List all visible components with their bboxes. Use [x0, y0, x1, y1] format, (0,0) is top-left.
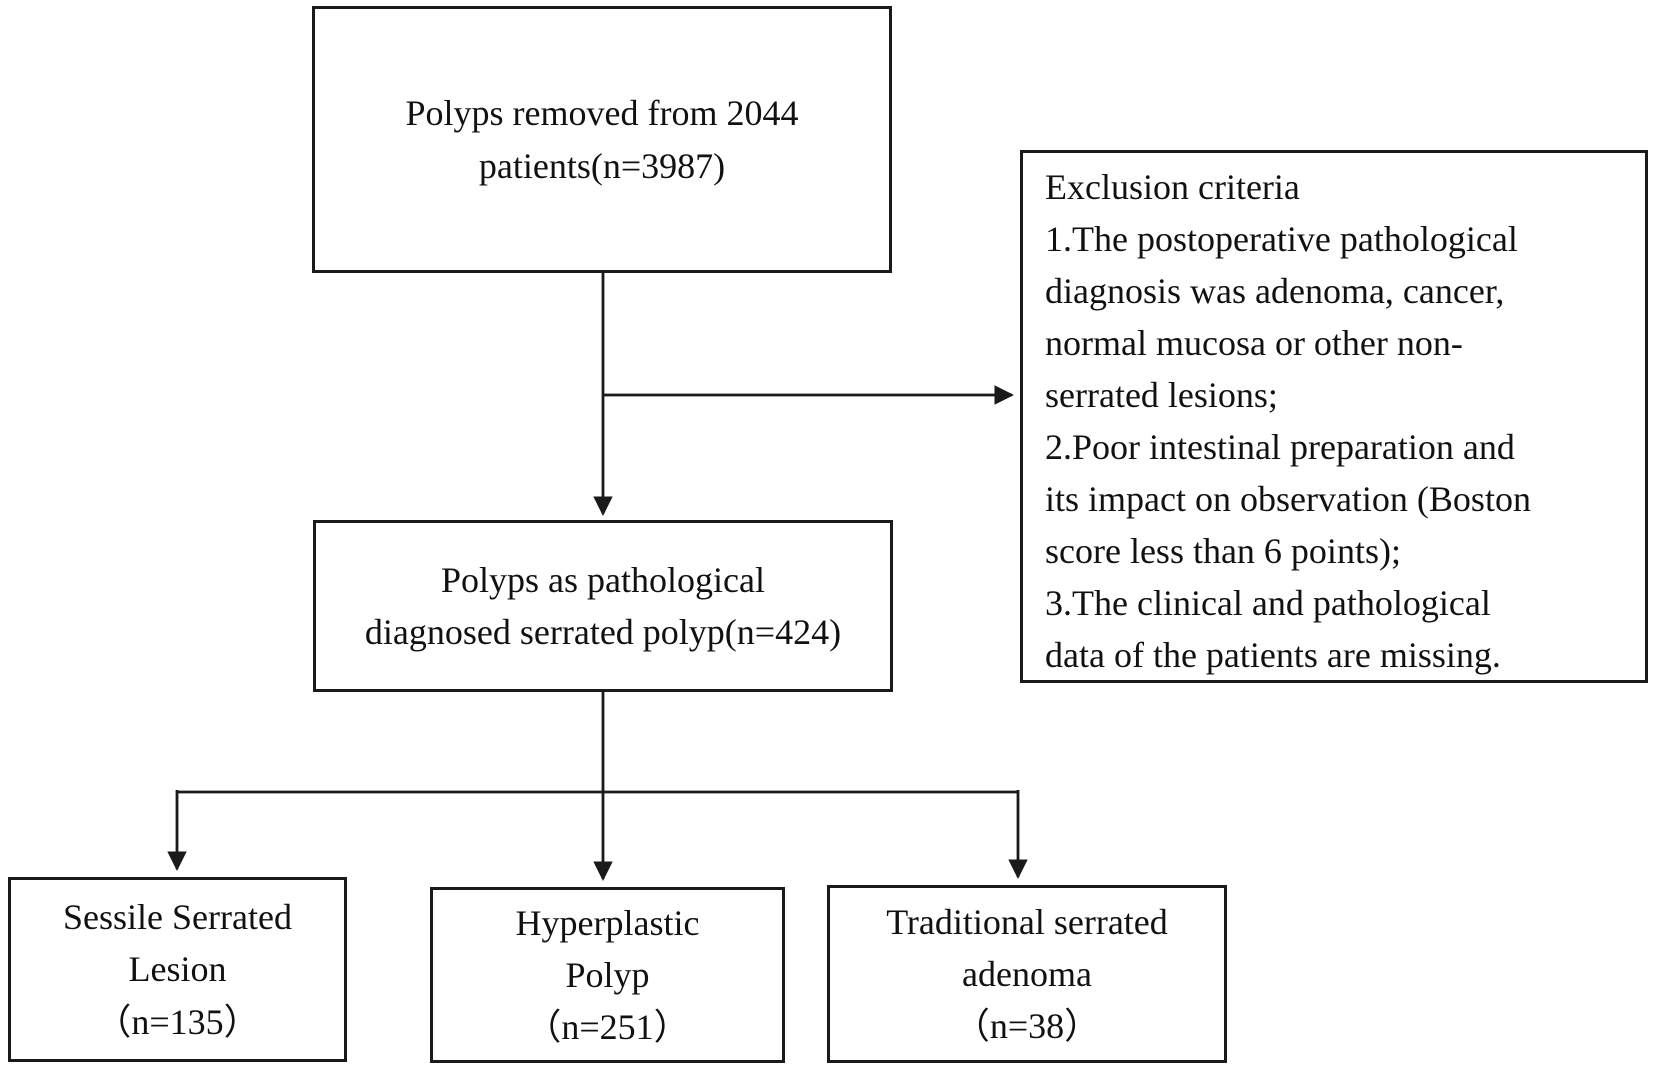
node-polyps-removed-text: Polyps removed from 2044 patients(n=3987…	[405, 93, 799, 186]
exclusion-criteria-item-2: 2.Poor intestinal preparation and its im…	[1045, 427, 1531, 571]
node-traditional-serrated-adenoma-label: Traditional serrated adenoma	[886, 901, 1168, 994]
node-sessile-serrated-lesion-count: （n=135）	[95, 1001, 260, 1042]
exclusion-criteria-item-1: 1.The postoperative pathological diagnos…	[1045, 219, 1518, 415]
node-serrated-polyp: Polyps as pathological diagnosed serrate…	[313, 520, 893, 692]
node-sessile-serrated-lesion-label: Sessile Serrated Lesion	[63, 897, 292, 990]
exclusion-criteria-item-3: 3.The clinical and pathological data of …	[1045, 583, 1501, 675]
exclusion-criteria-title: Exclusion criteria	[1045, 167, 1300, 207]
node-hyperplastic-polyp-label: Hyperplastic Polyp	[515, 902, 700, 995]
node-sessile-serrated-lesion: Sessile Serrated Lesion （n=135）	[8, 877, 347, 1062]
node-polyps-removed: Polyps removed from 2044 patients(n=3987…	[312, 6, 892, 273]
node-hyperplastic-polyp-count: （n=251）	[525, 1007, 690, 1048]
node-serrated-polyp-text: Polyps as pathological diagnosed serrate…	[364, 559, 842, 652]
node-hyperplastic-polyp: Hyperplastic Polyp （n=251）	[430, 887, 785, 1063]
node-traditional-serrated-adenoma-count: （n=38）	[953, 1006, 1101, 1047]
node-exclusion-criteria: Exclusion criteria 1.The postoperative p…	[1020, 150, 1648, 683]
node-traditional-serrated-adenoma: Traditional serrated adenoma （n=38）	[827, 885, 1227, 1063]
